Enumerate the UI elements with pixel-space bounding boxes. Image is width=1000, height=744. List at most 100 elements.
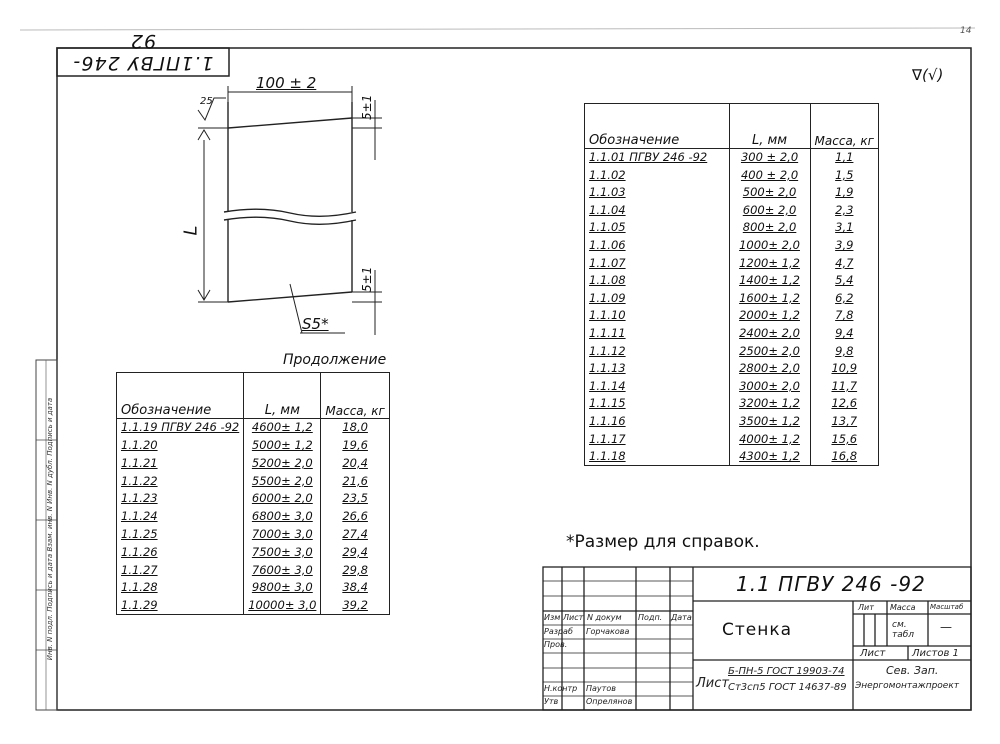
cell-designation: 1.1.21: [115, 454, 245, 472]
cell-mass: 9,4: [809, 324, 880, 343]
cell-designation: 1.1.03: [584, 183, 730, 202]
hdr-length: L, мм: [243, 372, 322, 419]
cell-designation: 1.1.27: [115, 560, 245, 579]
hdr-designation: Обозначение: [115, 372, 245, 419]
cell-length: 4600± 1,2: [243, 418, 322, 437]
cell-designation: 1.1.08: [584, 271, 730, 290]
tb-hdr-date: Дата: [671, 613, 692, 622]
cell-length: 9800± 3,0: [243, 578, 322, 597]
roughness-value: 25: [200, 96, 213, 107]
cell-mass: 1,5: [809, 166, 880, 184]
cell-length: 300 ± 2,0: [728, 148, 811, 167]
cell-length: 800± 2,0: [728, 218, 811, 237]
cell-designation: 1.1.26: [115, 543, 245, 561]
cell-designation: 1.1.20: [115, 436, 245, 455]
tb-role-nkontr: Н.контр: [544, 684, 578, 693]
tb-name-nkontr: Паутов: [586, 684, 616, 693]
hdr-designation: Обозначение: [584, 103, 730, 149]
cell-designation: 1.1.09: [584, 289, 730, 307]
cell-mass: 1,1: [809, 148, 880, 167]
cell-length: 5200± 2,0: [243, 454, 322, 472]
cell-mass: 19,6: [320, 436, 390, 455]
cell-designation: 1.1.11: [584, 324, 730, 343]
cell-mass: 26,6: [320, 507, 390, 526]
tb-role-check: Пров.: [544, 640, 568, 649]
cell-length: 5500± 2,0: [243, 471, 322, 490]
cell-length: 1400± 1,2: [728, 271, 811, 290]
cell-length: 3200± 1,2: [728, 394, 811, 413]
cell-length: 6000± 2,0: [243, 489, 322, 508]
tb-material-line1: Б-ПН-5 ГОСТ 19903-74: [728, 666, 845, 677]
side-strip: [35, 359, 58, 711]
tb-label-mass: Масса: [890, 603, 916, 612]
tb-hdr-sign: Подп.: [638, 613, 663, 622]
cell-mass: 7,8: [809, 306, 880, 325]
tb-org-line1: Сев. Зап.: [886, 664, 939, 677]
scan-edge: [19, 27, 976, 31]
cell-mass: 21,6: [320, 471, 390, 490]
tb-name-dev: Горчакова: [586, 627, 630, 636]
cell-length: 4000± 1,2: [728, 430, 811, 448]
cell-designation: 1.1.18: [584, 447, 730, 466]
cell-designation: 1.1.19 ПГВУ 246 -92: [115, 418, 245, 437]
part-drawing: [197, 86, 382, 335]
cell-mass: 29,8: [320, 560, 390, 579]
cell-mass: 38,4: [320, 578, 390, 597]
cell-length: 7500± 3,0: [243, 543, 322, 561]
cell-designation: 1.1.06: [584, 236, 730, 255]
cell-mass: 23,5: [320, 489, 390, 508]
dim-width-label: 100 ± 2: [256, 74, 317, 92]
top-code-mirrored: 1.1ПГВУ 246-92: [72, 30, 214, 74]
tb-hdr-change: Изм: [544, 613, 561, 622]
cell-length: 5000± 1,2: [243, 436, 322, 455]
cell-mass: 5,4: [809, 271, 880, 290]
tb-mass-value: см. табл: [892, 620, 915, 640]
cell-mass: 39,2: [320, 596, 390, 615]
cell-designation: 1.1.17: [584, 430, 730, 448]
thickness-callout: S5*: [302, 315, 329, 333]
hdr-length: L, мм: [728, 103, 811, 149]
tb-hdr-sheet: Лист: [563, 613, 584, 622]
cell-length: 2400± 2,0: [728, 324, 811, 343]
cell-mass: 29,4: [320, 543, 390, 561]
hdr-mass: Масса, кг: [320, 372, 390, 419]
cell-length: 4300± 1,2: [728, 447, 811, 466]
cell-length: 2800± 2,0: [728, 359, 811, 378]
cell-length: 6800± 3,0: [243, 507, 322, 526]
cell-designation: 1.1.29: [115, 596, 245, 615]
cell-length: 7000± 3,0: [243, 525, 322, 544]
dim-length-label: L: [180, 225, 202, 236]
cell-designation: 1.1.22: [115, 471, 245, 490]
cell-length: 400 ± 2,0: [728, 166, 811, 184]
cell-designation: 1.1.10: [584, 306, 730, 325]
cell-mass: 20,4: [320, 454, 390, 472]
tb-scale-value: —: [940, 620, 952, 634]
cell-designation: 1.1.04: [584, 201, 730, 219]
cell-designation: 1.1.05: [584, 218, 730, 237]
tb-label-lists: Листов 1: [912, 648, 959, 659]
tb-label-scale: Масштаб: [930, 603, 964, 611]
cell-mass: 13,7: [809, 412, 880, 430]
cell-designation: 1.1.25: [115, 525, 245, 544]
